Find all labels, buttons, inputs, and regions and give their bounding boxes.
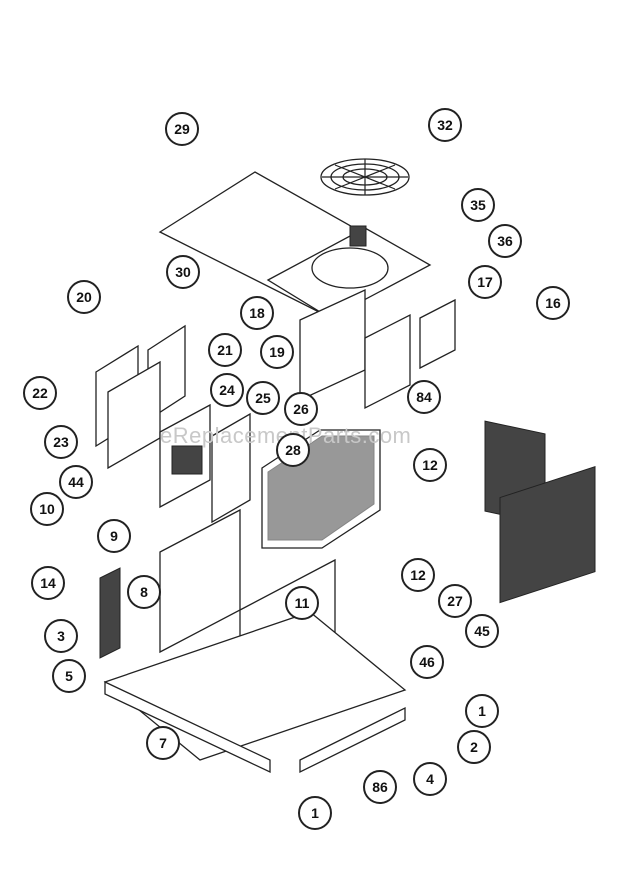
grille-15	[499, 466, 596, 604]
callout-32: 32	[428, 108, 462, 142]
callout-18: 18	[240, 296, 274, 330]
callout-7: 7	[146, 726, 180, 760]
control-components	[171, 445, 203, 475]
callout-29: 29	[165, 112, 199, 146]
base-rail-right	[299, 706, 406, 774]
callout-9: 9	[97, 519, 131, 553]
callout-45: 45	[465, 614, 499, 648]
callout-10: 10	[30, 492, 64, 526]
callout-36: 36	[488, 224, 522, 258]
callout-27: 27	[438, 584, 472, 618]
callout-35: 35	[461, 188, 495, 222]
panel-26	[211, 412, 251, 524]
callout-28: 28	[276, 433, 310, 467]
callout-86: 86	[363, 770, 397, 804]
callout-20: 20	[67, 280, 101, 314]
callout-21: 21	[208, 333, 242, 367]
side-panel-17	[419, 298, 456, 370]
callout-30: 30	[166, 255, 200, 289]
callout-3: 3	[44, 619, 78, 653]
base-rail-front	[104, 680, 271, 774]
callout-26: 26	[284, 392, 318, 426]
callout-19: 19	[260, 335, 294, 369]
callout-46: 46	[410, 645, 444, 679]
callout-4: 4	[413, 762, 447, 796]
callout-2: 2	[457, 730, 491, 764]
callout-25: 25	[246, 381, 280, 415]
callout-1-right: 1	[465, 694, 499, 728]
callout-24: 24	[210, 373, 244, 407]
partition-panel	[159, 508, 241, 654]
callout-84: 84	[407, 380, 441, 414]
callout-1-bottom: 1	[298, 796, 332, 830]
callout-16: 16	[536, 286, 570, 320]
fan-orifice-ring	[311, 247, 389, 289]
callout-23: 23	[44, 425, 78, 459]
callout-11: 11	[285, 586, 319, 620]
callout-14: 14	[31, 566, 65, 600]
side-panel-right	[364, 313, 411, 410]
callout-8: 8	[127, 575, 161, 609]
callout-12-upper: 12	[413, 448, 447, 482]
callout-5: 5	[52, 659, 86, 693]
fan-motor	[349, 225, 367, 247]
callout-44: 44	[59, 465, 93, 499]
callout-22: 22	[23, 376, 57, 410]
fan-grille	[320, 158, 410, 196]
callout-17: 17	[468, 265, 502, 299]
callout-12-lower: 12	[401, 558, 435, 592]
grille-14	[99, 567, 121, 659]
